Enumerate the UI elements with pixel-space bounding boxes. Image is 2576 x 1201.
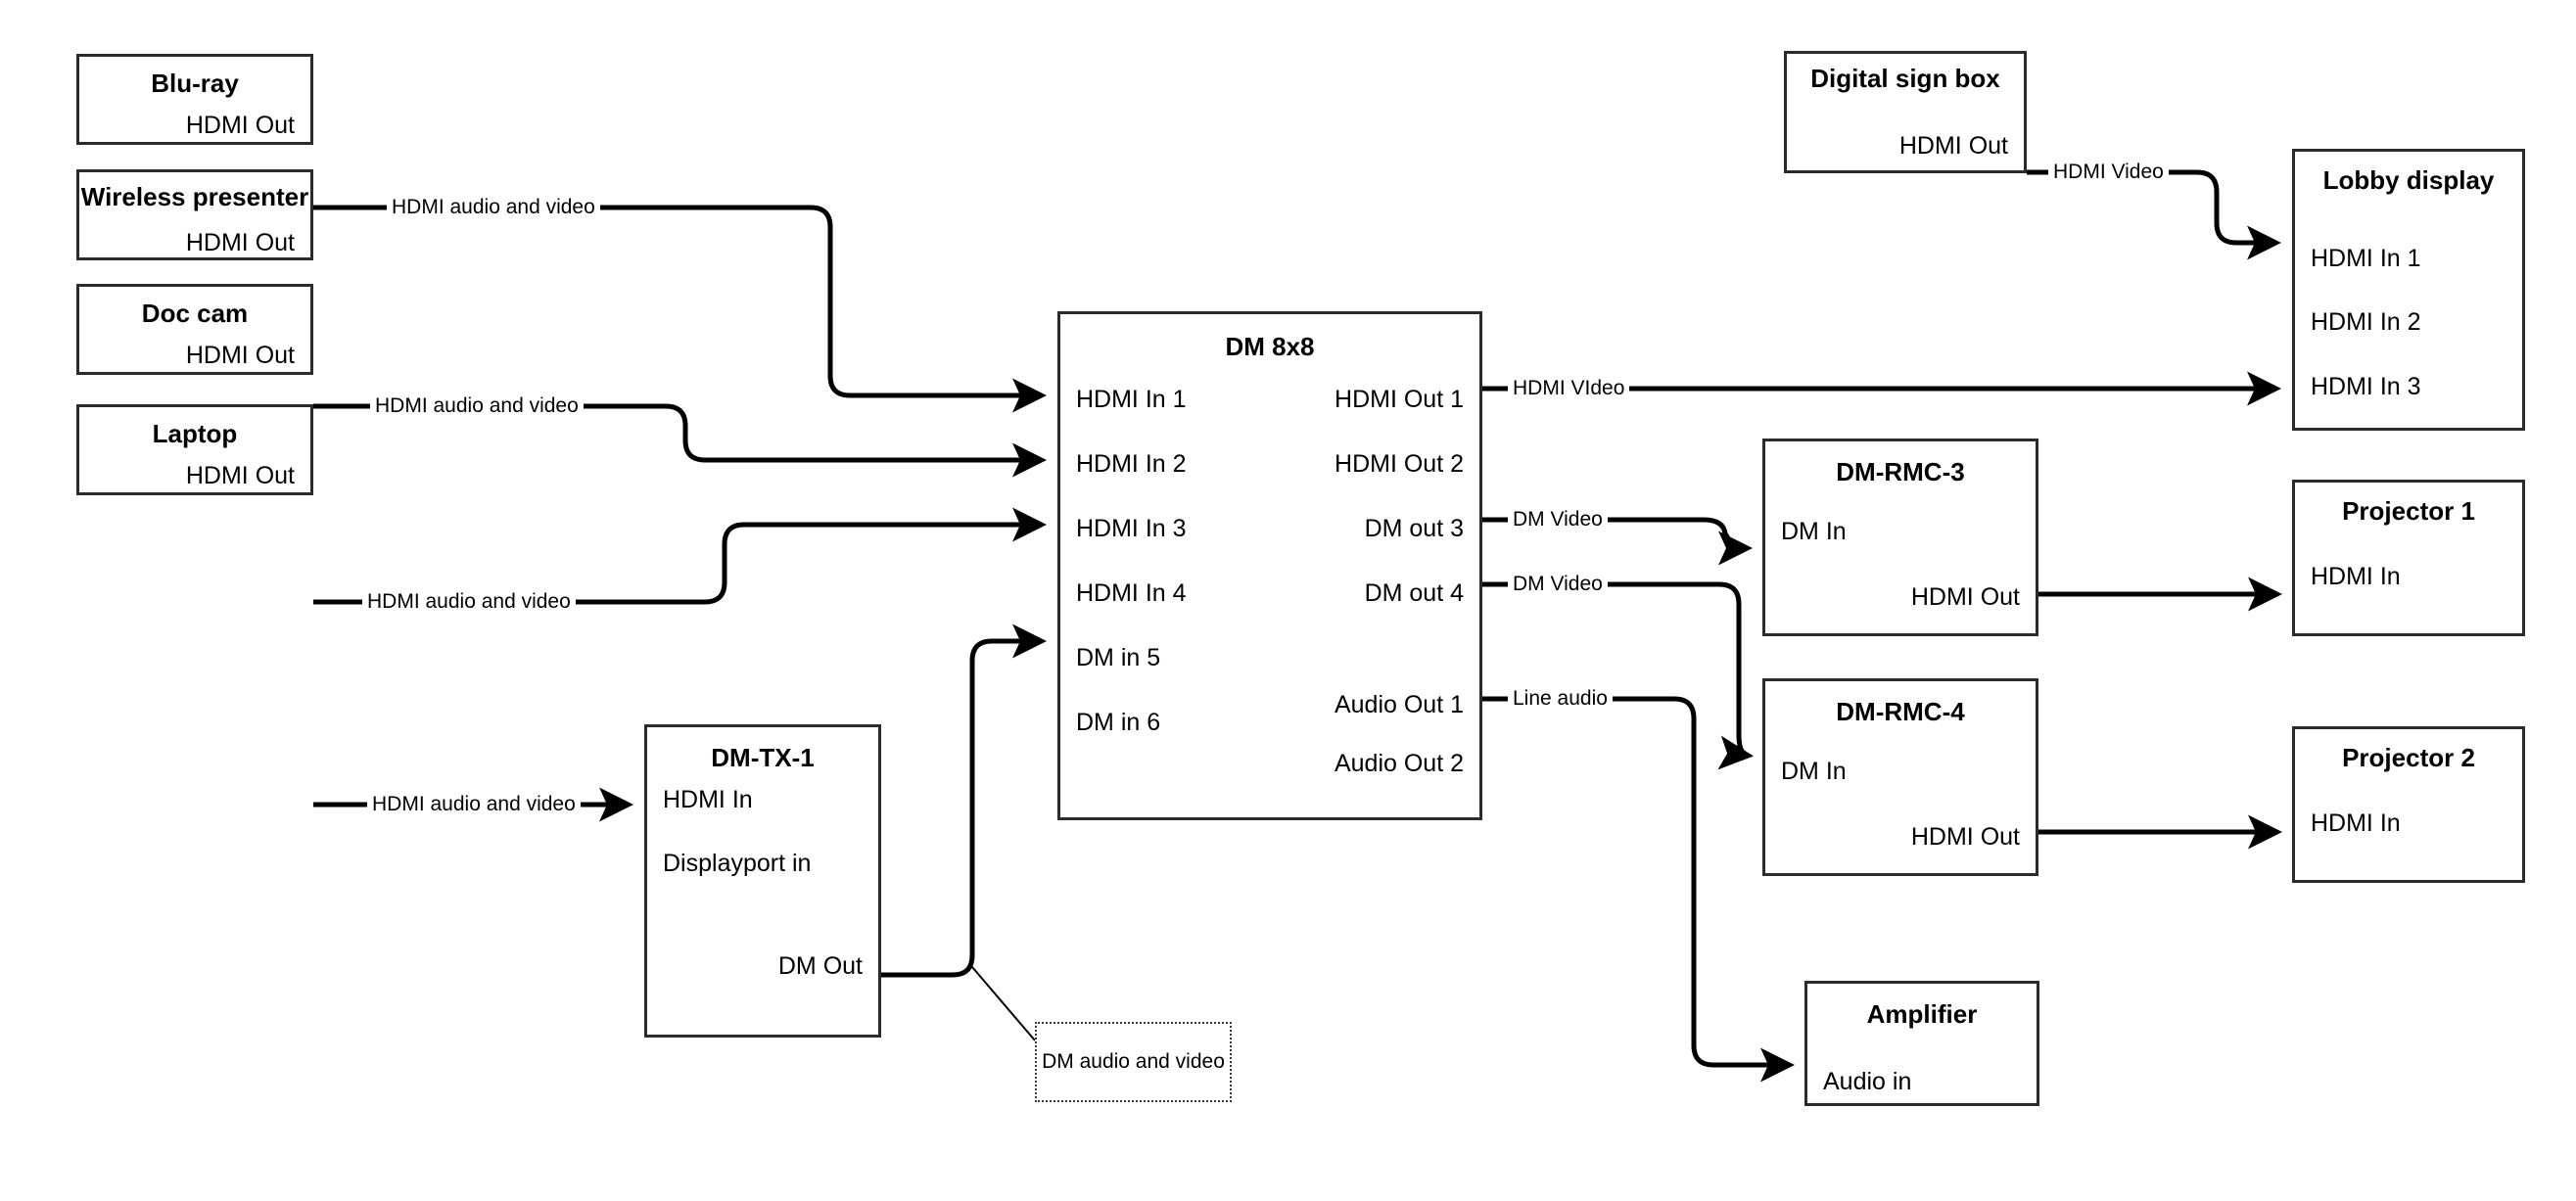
wire-wireless-presenter-to-hdmi-in-2 bbox=[313, 403, 1047, 478]
node-title-projector-2: Projector 2 bbox=[2342, 743, 2475, 772]
port-dm-8x8-10: Audio Out 1 bbox=[1334, 691, 1464, 718]
port-dm-8x8-3: HDMI In 4 bbox=[1076, 579, 1187, 607]
port-wireless-presenter-0: HDMI Out bbox=[185, 229, 295, 256]
node-title-dm-tx-1: DM-TX-1 bbox=[711, 743, 815, 772]
node-title-dm-8x8: DM 8x8 bbox=[1225, 332, 1315, 361]
callout-dm-audio-and-video: DM audio and video bbox=[1035, 1022, 1232, 1102]
port-amplifier-0: Audio in bbox=[1823, 1068, 1912, 1095]
node-title-projector-1: Projector 1 bbox=[2342, 496, 2475, 526]
node-title-digital-sign-box: Digital sign box bbox=[1810, 64, 2000, 93]
port-dm-rmc-4-0: DM In bbox=[1781, 758, 1847, 785]
wire-dm-out-3-to-dm-rmc-3 bbox=[1482, 517, 1753, 566]
wire-label-dm-out-3-to-dm-rmc-3: DM Video bbox=[1508, 508, 1608, 531]
wire-dm-out-4-to-dm-rmc-4 bbox=[1482, 581, 1754, 770]
port-dm-8x8-11: Audio Out 2 bbox=[1334, 750, 1464, 777]
port-dm-tx-1-1: Displayport in bbox=[663, 850, 812, 877]
wire-label-digital-sign-to-lobby-hdmi-in-1: HDMI Video bbox=[2048, 161, 2169, 184]
node-dm-rmc-4[interactable]: DM-RMC-4 DM In HDMI Out bbox=[1762, 678, 2038, 876]
wire-digital-sign-to-lobby-hdmi-in-1 bbox=[2027, 169, 2281, 260]
node-title-laptop: Laptop bbox=[152, 419, 238, 448]
port-dm-8x8-7: HDMI Out 2 bbox=[1335, 450, 1464, 478]
port-dm-8x8-6: HDMI Out 1 bbox=[1335, 386, 1464, 413]
wire-dm-tx-1-to-dm-in-5 bbox=[881, 624, 1047, 978]
node-title-doc-cam: Doc cam bbox=[141, 299, 249, 328]
wire-label-laptop-to-dm-tx-1: HDMI audio and video bbox=[367, 793, 581, 816]
port-dm-8x8-4: DM in 5 bbox=[1076, 644, 1161, 671]
node-projector-2[interactable]: Projector 2 HDMI In bbox=[2292, 726, 2525, 883]
node-title-blu-ray: Blu-ray bbox=[151, 69, 239, 98]
port-lobby-display-0: HDMI In 1 bbox=[2311, 245, 2421, 272]
port-dm-8x8-0: HDMI In 1 bbox=[1076, 386, 1187, 413]
wire-label-doc-cam-to-hdmi-in-3: HDMI audio and video bbox=[362, 590, 576, 614]
port-dm-tx-1-2: DM Out bbox=[777, 952, 863, 980]
port-dm-8x8-8: DM out 3 bbox=[1364, 515, 1464, 542]
port-laptop-0: HDMI Out bbox=[185, 462, 295, 489]
node-title-amplifier: Amplifier bbox=[1866, 999, 1978, 1029]
port-dm-tx-1-0: HDMI In bbox=[663, 786, 753, 813]
wire-dm-audio-callout-leader bbox=[971, 966, 1036, 1041]
port-dm-rmc-4-1: HDMI Out bbox=[1910, 823, 2020, 851]
port-dm-rmc-3-1: HDMI Out bbox=[1910, 583, 2020, 611]
node-title-wireless-presenter: Wireless presenter bbox=[80, 182, 309, 211]
wire-audio-out-1-to-amplifier bbox=[1482, 696, 1795, 1083]
wire-blu-ray-to-hdmi-in-1 bbox=[313, 205, 1047, 413]
wire-label-audio-out-1-to-amplifier: Line audio bbox=[1508, 687, 1613, 711]
port-dm-8x8-5: DM in 6 bbox=[1076, 709, 1161, 736]
wire-label-blu-ray-to-hdmi-in-1: HDMI audio and video bbox=[387, 196, 600, 219]
port-lobby-display-2: HDMI In 3 bbox=[2311, 373, 2421, 400]
wire-label-dm-out-4-to-dm-rmc-4: DM Video bbox=[1508, 573, 1608, 596]
wire-doc-cam-to-hdmi-in-3 bbox=[313, 507, 1047, 605]
port-dm-8x8-9: DM out 4 bbox=[1364, 579, 1464, 607]
wire-label-wireless-presenter-to-hdmi-in-2: HDMI audio and video bbox=[370, 394, 584, 418]
port-digital-sign-box-0: HDMI Out bbox=[1898, 132, 2008, 160]
port-dm-8x8-1: HDMI In 2 bbox=[1076, 450, 1187, 478]
port-blu-ray-0: HDMI Out bbox=[185, 112, 295, 139]
node-title-dm-rmc-4: DM-RMC-4 bbox=[1836, 697, 1965, 726]
port-projector-2-0: HDMI In bbox=[2311, 809, 2401, 837]
node-dm-rmc-3[interactable]: DM-RMC-3 DM In HDMI Out bbox=[1762, 439, 2038, 636]
node-title-dm-rmc-3: DM-RMC-3 bbox=[1836, 457, 1965, 486]
node-title-lobby-display: Lobby display bbox=[2322, 165, 2495, 195]
node-projector-1[interactable]: Projector 1 HDMI In bbox=[2292, 480, 2525, 636]
port-dm-8x8-2: HDMI In 3 bbox=[1076, 515, 1187, 542]
wire-label-hdmi-out-1-to-lobby-hdmi-in-3: HDMI VIdeo bbox=[1508, 377, 1630, 400]
port-doc-cam-0: HDMI Out bbox=[185, 342, 295, 369]
port-lobby-display-1: HDMI In 2 bbox=[2311, 308, 2421, 336]
port-projector-1-0: HDMI In bbox=[2311, 563, 2401, 590]
port-dm-rmc-3-0: DM In bbox=[1781, 518, 1847, 545]
